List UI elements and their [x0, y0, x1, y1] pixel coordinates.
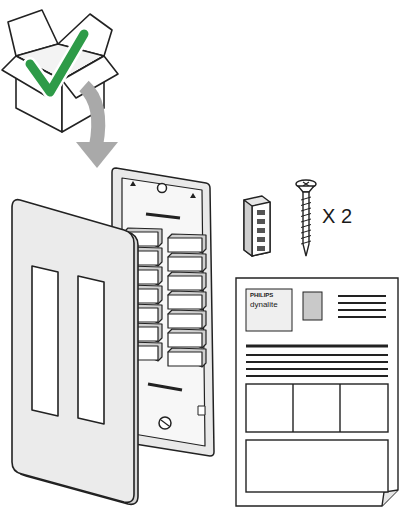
screw-thread	[301, 230, 311, 233]
text-line	[338, 309, 386, 311]
keypad-button	[168, 329, 206, 348]
text-line	[246, 375, 388, 377]
text-line	[246, 361, 388, 363]
screw-thread	[301, 225, 311, 228]
keypad-button	[168, 310, 206, 329]
terminal-slot	[257, 246, 265, 251]
keypad-button	[168, 234, 206, 253]
text-line	[338, 316, 386, 318]
terminal-slot	[257, 210, 265, 215]
down-arrow-shaft	[84, 86, 98, 146]
screw-thread	[301, 197, 311, 200]
quantity-label: X 2	[322, 205, 352, 228]
terminal-slot	[257, 237, 265, 242]
screw-thread	[301, 208, 311, 211]
keypad-button	[168, 253, 206, 272]
terminal-slot	[257, 219, 265, 224]
faceplate	[12, 200, 138, 505]
terminal-block	[244, 196, 270, 256]
screw-thread	[301, 236, 311, 239]
logo-text: dynalite	[250, 300, 278, 309]
text-line	[338, 302, 386, 304]
green-check	[30, 34, 84, 92]
keypad-button	[168, 291, 206, 310]
instruction-sheet	[236, 278, 398, 506]
screw-thread	[301, 203, 311, 206]
keypad-button	[168, 348, 206, 367]
logo-text: PHILIPS	[250, 292, 273, 298]
screw	[296, 180, 316, 256]
down-arrow-head	[76, 142, 118, 168]
check-halo	[30, 34, 84, 92]
screw-thread	[301, 214, 311, 217]
text-line	[338, 295, 386, 297]
text-line	[246, 354, 388, 356]
text-line	[246, 368, 388, 370]
screw-thread	[301, 219, 311, 222]
keypad-button	[168, 272, 206, 291]
screw-thread	[301, 241, 311, 244]
terminal-slot	[257, 228, 265, 233]
